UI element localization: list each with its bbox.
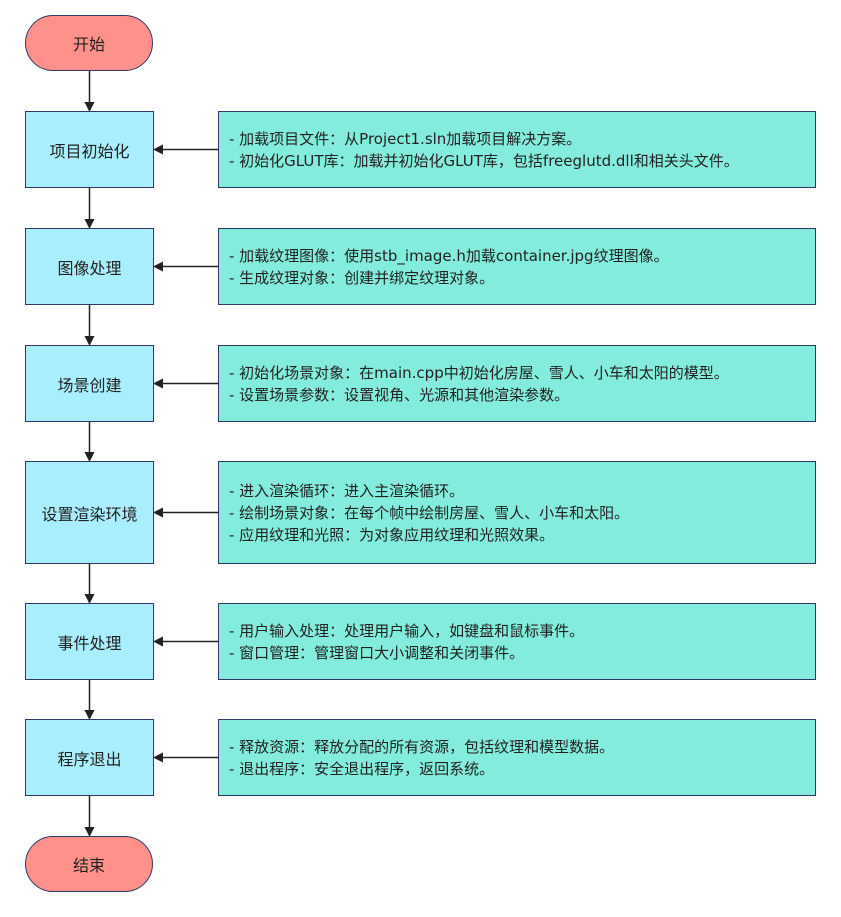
note-line: - 应用纹理和光照：为对象应用纹理和光照效果。 — [229, 525, 555, 544]
step-label: 程序退出 — [57, 749, 122, 769]
note-project-init: - 加载项目文件：从Project1.sln加载项目解决方案。 - 初始化GLU… — [218, 111, 816, 188]
note-scene-creation: - 初始化场景对象：在main.cpp中初始化房屋、雪人、小车和太阳的模型。 -… — [218, 345, 816, 422]
step-event-handling: 事件处理 — [25, 603, 154, 680]
end-label: 结束 — [72, 856, 105, 875]
step-label: 项目初始化 — [49, 141, 130, 161]
note-line: - 释放资源：释放分配的所有资源，包括纹理和模型数据。 — [229, 737, 615, 756]
step-label: 设置渲染环境 — [41, 504, 138, 524]
note-line: - 进入渲染循环：进入主渲染循环。 — [229, 481, 465, 500]
step-render-setup: 设置渲染环境 — [25, 461, 154, 564]
step-project-init: 项目初始化 — [25, 111, 154, 188]
note-program-exit: - 释放资源：释放分配的所有资源，包括纹理和模型数据。 - 退出程序：安全退出程… — [218, 719, 816, 796]
note-line: - 退出程序：安全退出程序，返回系统。 — [229, 759, 495, 778]
note-line: - 初始化GLUT库：加载并初始化GLUT库，包括freeglutd.dll和相… — [229, 151, 739, 170]
note-line: - 生成纹理对象：创建并绑定纹理对象。 — [229, 268, 495, 287]
end-node: 结束 — [25, 836, 153, 892]
step-label: 事件处理 — [57, 633, 122, 653]
step-label: 图像处理 — [57, 258, 122, 278]
note-line: - 设置场景参数：设置视角、光源和其他渲染参数。 — [229, 385, 570, 404]
note-line: - 加载纹理图像：使用stb_image.h加载container.jpg纹理图… — [229, 246, 669, 265]
note-image-processing: - 加载纹理图像：使用stb_image.h加载container.jpg纹理图… — [218, 228, 816, 305]
start-node: 开始 — [25, 15, 153, 71]
note-render-setup: - 进入渲染循环：进入主渲染循环。 - 绘制场景对象：在每个帧中绘制房屋、雪人、… — [218, 461, 816, 564]
step-program-exit: 程序退出 — [25, 719, 154, 796]
note-line: - 绘制场景对象：在每个帧中绘制房屋、雪人、小车和太阳。 — [229, 503, 630, 522]
note-line: - 窗口管理：管理窗口大小调整和关闭事件。 — [229, 643, 525, 662]
step-scene-creation: 场景创建 — [25, 345, 154, 422]
note-line: - 用户输入处理：处理用户输入，如键盘和鼠标事件。 — [229, 621, 585, 640]
note-event-handling: - 用户输入处理：处理用户输入，如键盘和鼠标事件。 - 窗口管理：管理窗口大小调… — [218, 603, 816, 680]
step-label: 场景创建 — [57, 375, 122, 395]
step-image-processing: 图像处理 — [25, 228, 154, 305]
start-label: 开始 — [72, 35, 105, 54]
note-line: - 加载项目文件：从Project1.sln加载项目解决方案。 — [229, 129, 582, 148]
note-line: - 初始化场景对象：在main.cpp中初始化房屋、雪人、小车和太阳的模型。 — [229, 363, 729, 382]
